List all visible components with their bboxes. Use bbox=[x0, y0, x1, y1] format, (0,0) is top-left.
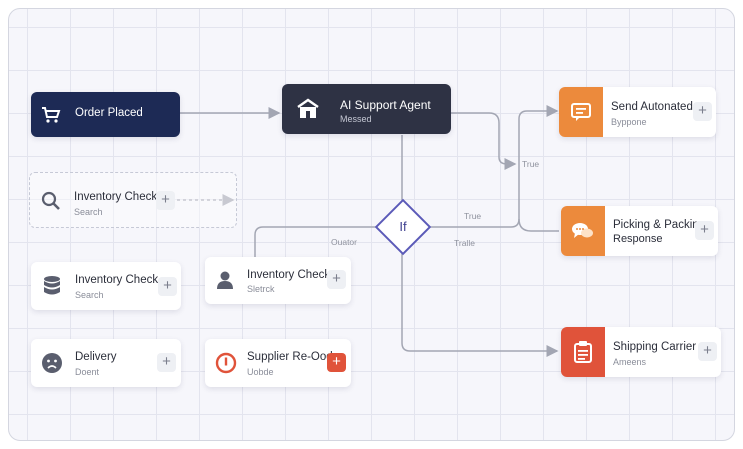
alert-circle-icon bbox=[214, 351, 238, 375]
connection-wires bbox=[177, 105, 559, 357]
node-subtitle: Ameens bbox=[613, 357, 647, 367]
clipboard-icon bbox=[561, 327, 605, 377]
node-title: AI Support Agent bbox=[340, 98, 431, 112]
node-title: Supplier Re-Oodr bbox=[247, 351, 337, 363]
edge-label-ouator: Ouator bbox=[331, 237, 357, 247]
node-ai-support-agent[interactable]: AI Support Agent Messed bbox=[282, 84, 451, 134]
node-title: Picking & Packing bbox=[613, 219, 706, 231]
node-picking-packing[interactable]: Picking & Packing Response + bbox=[561, 206, 718, 256]
edge-if-to-inventory bbox=[254, 226, 383, 261]
add-button[interactable]: + bbox=[693, 102, 712, 121]
user-icon bbox=[214, 269, 236, 291]
sad-face-icon bbox=[41, 352, 63, 374]
database-icon bbox=[41, 275, 63, 297]
node-title-line2: Response bbox=[613, 233, 663, 245]
node-order-placed[interactable]: Order Placed bbox=[31, 92, 180, 137]
node-subtitle: Byppone bbox=[611, 117, 647, 127]
node-subtitle: Search bbox=[74, 207, 103, 217]
edge-label-true: True bbox=[464, 211, 482, 221]
node-subtitle: Messed bbox=[340, 114, 372, 124]
node-title: Inventory Check bbox=[74, 191, 158, 203]
node-subtitle: Search bbox=[75, 290, 104, 300]
edge-if-to-picking bbox=[518, 218, 559, 232]
node-title: Inventory Check bbox=[75, 274, 159, 286]
add-button[interactable]: + bbox=[157, 353, 176, 372]
node-title: Order Placed bbox=[75, 107, 143, 119]
add-button[interactable]: + bbox=[327, 270, 346, 289]
node-inventory-check[interactable]: Inventory Check Search + bbox=[31, 262, 181, 310]
search-icon bbox=[40, 190, 62, 212]
cart-icon bbox=[41, 105, 61, 125]
edge-label-true: True bbox=[522, 159, 540, 169]
add-button[interactable]: + bbox=[698, 342, 717, 361]
store-icon bbox=[296, 97, 320, 121]
node-shipping-carrier[interactable]: Shipping Carrier Ameens + bbox=[561, 327, 721, 377]
node-title: Delivery bbox=[75, 351, 117, 363]
node-inventory-check-sletrck[interactable]: Inventory Check Sletrck + bbox=[205, 257, 351, 304]
node-send-automated[interactable]: Send Autonated Byppone + bbox=[559, 87, 716, 137]
node-title: Inventory Check bbox=[247, 269, 331, 281]
edge-agent-true bbox=[451, 112, 517, 170]
message-icon bbox=[559, 87, 603, 137]
node-supplier-reorder[interactable]: Supplier Re-Oodr Uobde + bbox=[205, 339, 351, 387]
node-subtitle: Sletrck bbox=[247, 284, 275, 294]
edge-if-to-shipping bbox=[401, 247, 559, 357]
node-subtitle: Uobde bbox=[247, 367, 274, 377]
node-title: Send Autonated bbox=[611, 101, 693, 113]
node-title: Shipping Carrier bbox=[613, 341, 697, 353]
edge-if-to-send bbox=[423, 105, 559, 228]
add-button[interactable]: + bbox=[695, 221, 714, 240]
if-condition-label: If bbox=[399, 219, 407, 234]
edge-label-tralle: Tralle bbox=[454, 238, 475, 248]
workflow-canvas[interactable]: Order Placed AI Support Agent Messed Inv… bbox=[8, 8, 735, 441]
add-button[interactable]: + bbox=[158, 277, 177, 296]
chat-bubbles-icon bbox=[561, 206, 605, 256]
add-button[interactable]: + bbox=[327, 353, 346, 372]
add-button[interactable]: + bbox=[156, 191, 175, 210]
node-inventory-check-dashed[interactable]: Inventory Check Search + bbox=[29, 172, 237, 228]
node-subtitle: Doent bbox=[75, 367, 100, 377]
node-delivery[interactable]: Delivery Doent + bbox=[31, 339, 181, 387]
